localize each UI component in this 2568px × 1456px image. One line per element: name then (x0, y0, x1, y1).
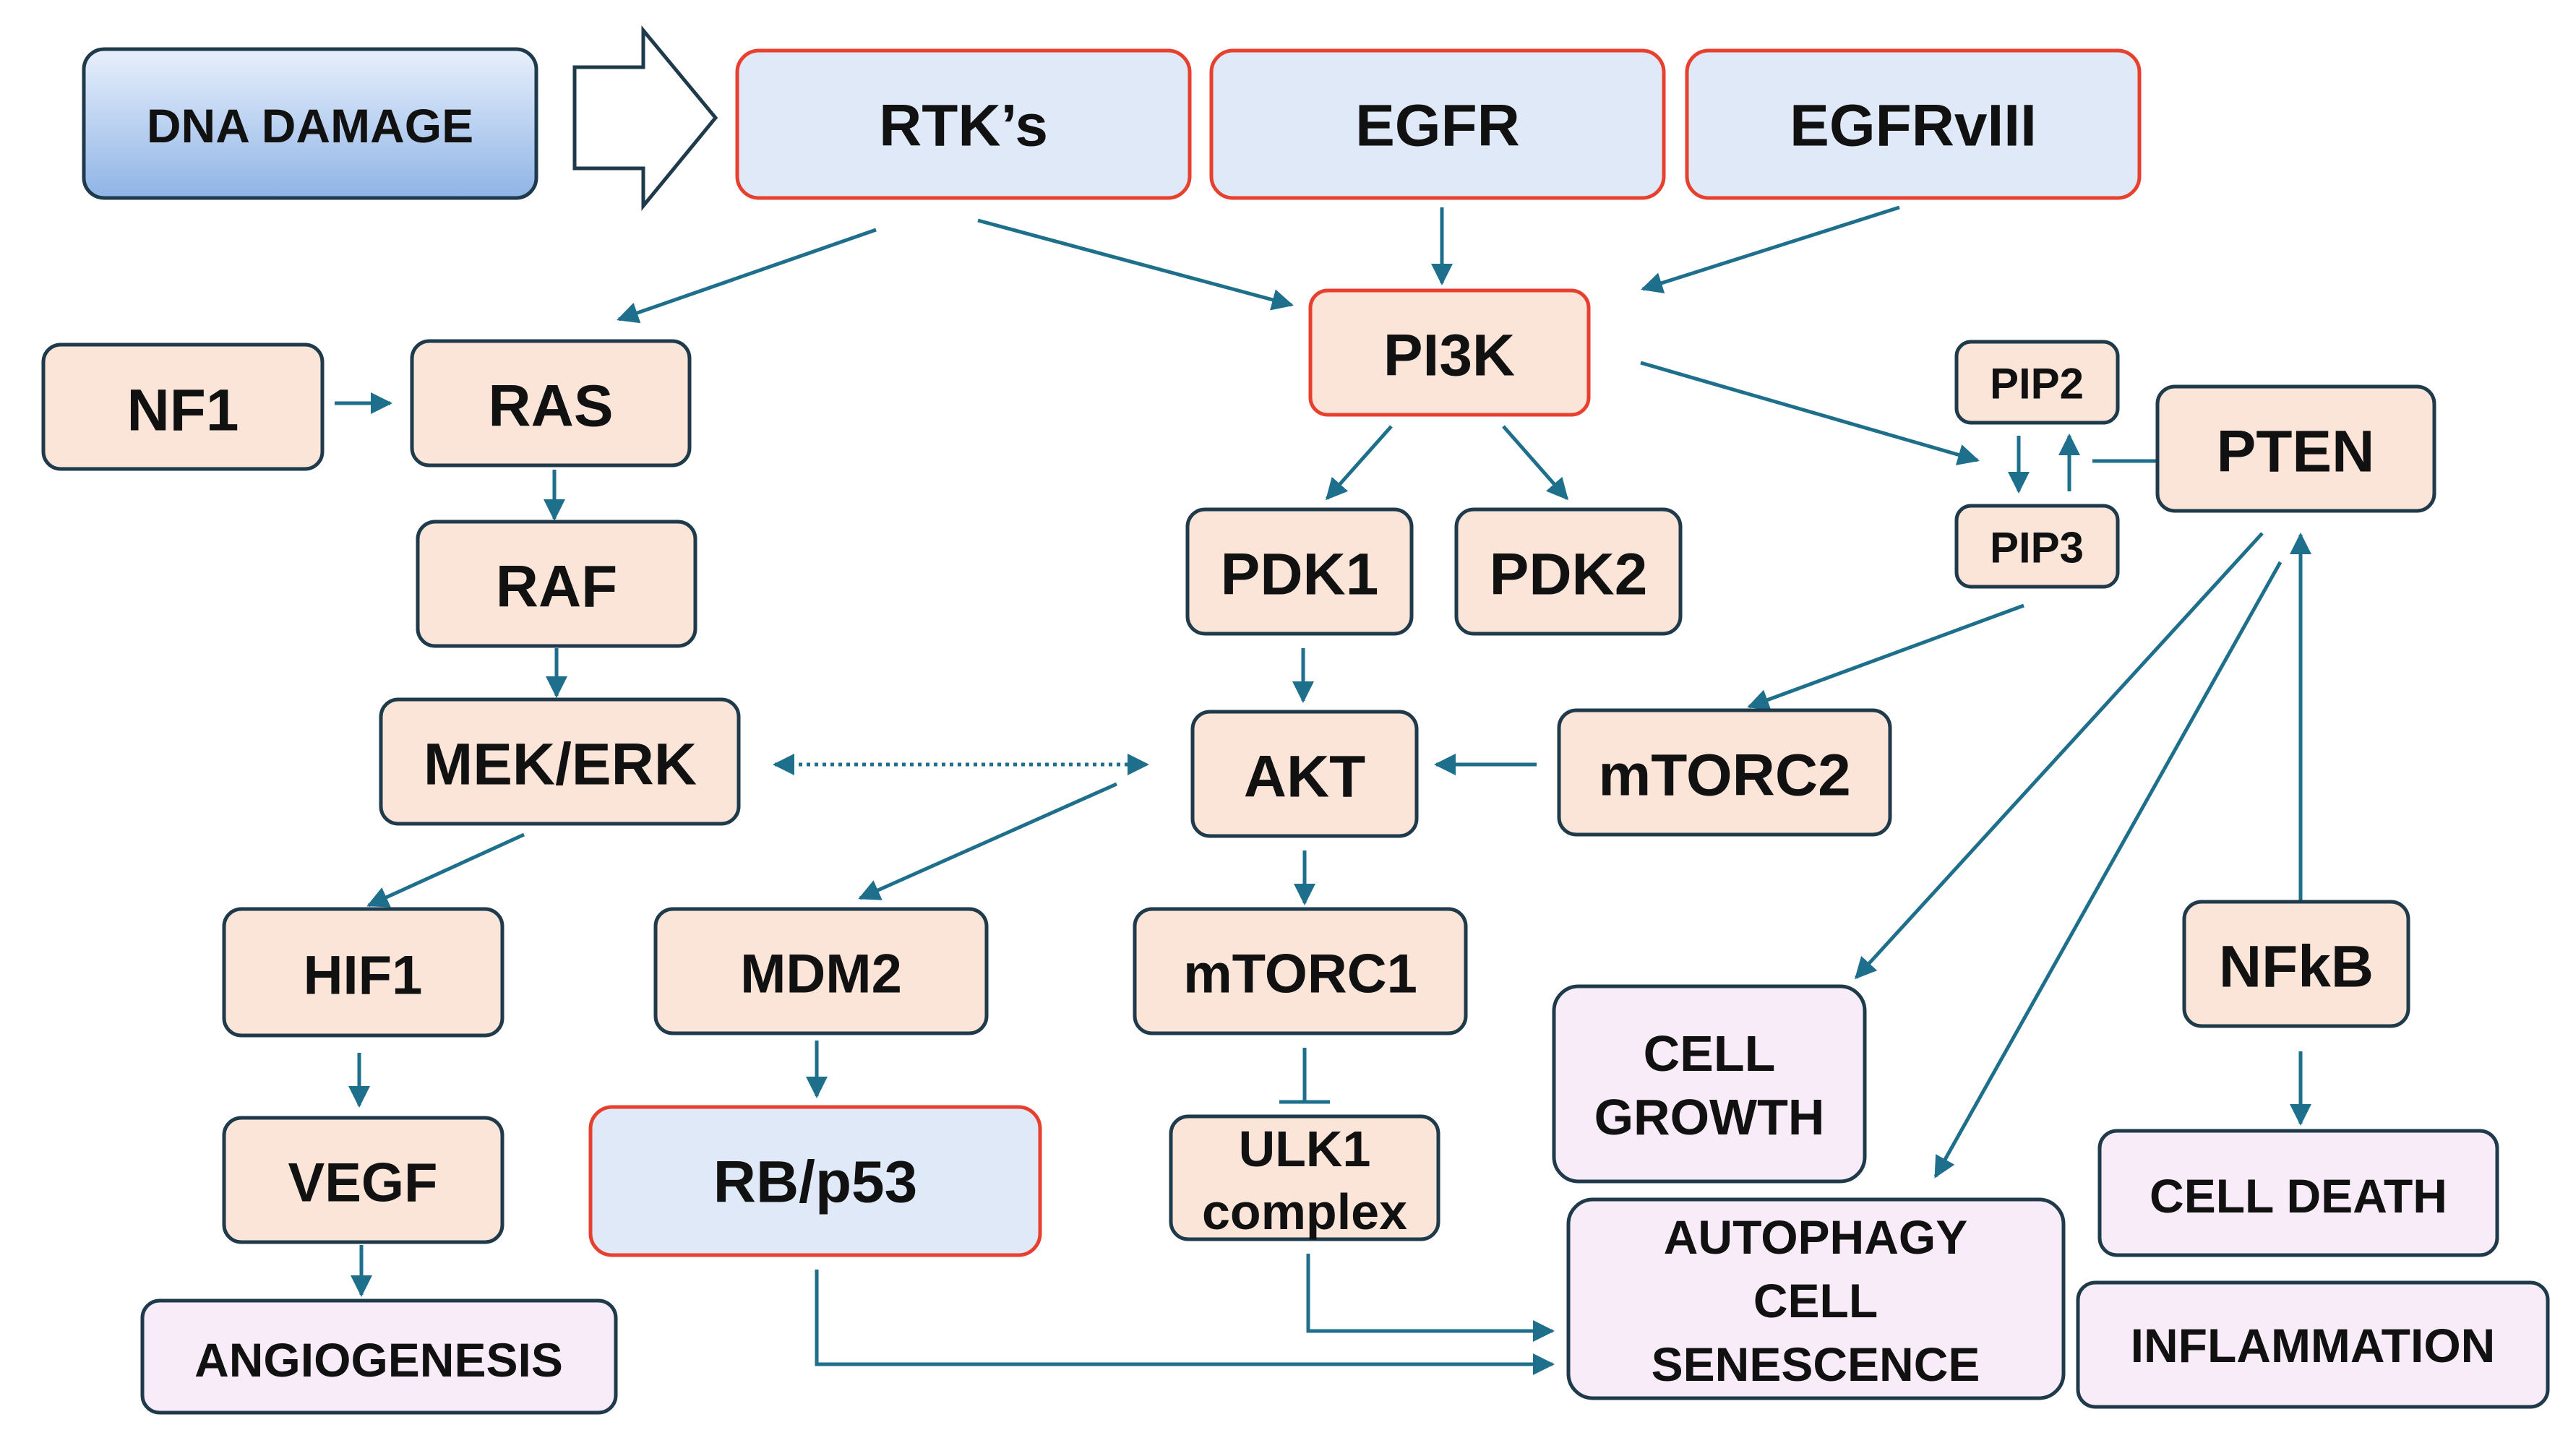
node-ras: RAS (410, 339, 692, 468)
node-mtorc1: mTORC1 (1133, 907, 1468, 1035)
label-akt: AKT (1244, 744, 1366, 810)
arrow-pi3k-to-pip3 (1640, 361, 1980, 465)
node-egfr: EGFR (1209, 48, 1666, 200)
label-pip3: PIP3 (1990, 524, 2084, 572)
label-mtorc2: mTORC2 (1598, 743, 1850, 809)
arrow-rtks-to-ras (617, 228, 877, 324)
label-rtks: RTK’s (879, 93, 1048, 159)
node-autophagy: AUTOPHAGY CELL SENESCENCE (1566, 1197, 2066, 1400)
arrow-ulk1-to-autophagy (1306, 1254, 1555, 1342)
node-cell-growth: CELL GROWTH (1552, 984, 1867, 1184)
label-egfrviii: EGFRvIII (1790, 93, 2037, 159)
label-pi3k: PI3K (1383, 323, 1515, 389)
label-ulk1: ULK1 (1239, 1121, 1371, 1177)
label-mtorc1: mTORC1 (1183, 944, 1417, 1005)
node-nf1: NF1 (41, 343, 325, 471)
node-raf: RAF (416, 520, 697, 648)
node-dna-damage: DNA DAMAGE (82, 47, 538, 200)
node-rtks: RTK’s (735, 48, 1192, 200)
node-akt: AKT (1190, 710, 1419, 838)
node-mtorc2: mTORC2 (1557, 708, 1892, 837)
node-pten: PTEN (2155, 384, 2436, 513)
arrow-pi3k-to-pdk1 (1326, 425, 1393, 501)
node-pdk2: PDK2 (1454, 507, 1683, 636)
label-ras: RAS (488, 374, 613, 439)
node-nfkb: NFkB (2182, 900, 2410, 1028)
node-inflammation: INFLAMMATION (2076, 1280, 2550, 1409)
label-cell-growth-1: CELL (1644, 1025, 1776, 1082)
label-pdk2: PDK2 (1490, 542, 1648, 608)
label-angiogenesis: ANGIOGENESIS (194, 1333, 563, 1387)
node-egfrviii: EGFRvIII (1685, 48, 2142, 200)
arrow-pip3-to-mtorc2 (1747, 603, 2024, 710)
arrow-akt-to-mdm2 (858, 782, 1118, 900)
label-cell-growth-2: GROWTH (1594, 1089, 1825, 1145)
arrow-egfrviii-to-pi3k (1641, 205, 1900, 294)
node-pip2: PIP2 (1954, 340, 2120, 425)
node-pip3: PIP3 (1954, 504, 2120, 589)
dna-damage-big-arrow (572, 25, 718, 211)
label-hif1: HIF1 (304, 945, 423, 1007)
node-pi3k: PI3K (1308, 288, 1591, 417)
label-cell-death: CELL DEATH (2150, 1169, 2447, 1223)
label-pten: PTEN (2217, 419, 2375, 485)
node-angiogenesis: ANGIOGENESIS (140, 1298, 618, 1415)
label-nf1: NF1 (127, 378, 239, 444)
node-pdk1: PDK1 (1185, 507, 1414, 636)
label-dna-damage: DNA DAMAGE (147, 99, 473, 152)
arrow-pten-to-autophagy (1933, 561, 2283, 1179)
label-vegf: VEGF (288, 1153, 438, 1214)
label-mdm2: MDM2 (740, 944, 902, 1005)
node-vegf: VEGF (222, 1116, 504, 1244)
arrow-rtks-to-pi3k (977, 218, 1294, 311)
label-autophagy-cell: CELL (1753, 1274, 1878, 1327)
node-mdm2: MDM2 (653, 907, 989, 1035)
label-pdk1: PDK1 (1221, 542, 1379, 608)
arrow-pi3k-to-pdk2 (1502, 425, 1568, 501)
label-rb-p53: RB/p53 (713, 1150, 918, 1215)
label-raf: RAF (496, 554, 618, 620)
connectors (335, 25, 2311, 1375)
arrow-pten-to-cell-growth (1854, 532, 2264, 980)
node-cell-death: CELL DEATH (2097, 1129, 2499, 1257)
label-ulk1-complex: complex (1202, 1184, 1407, 1240)
label-inflammation: INFLAMMATION (2131, 1319, 2496, 1372)
label-pip2: PIP2 (1990, 360, 2084, 408)
arrow-rbp53-to-autophagy (815, 1270, 1555, 1375)
label-autophagy: AUTOPHAGY (1664, 1210, 1968, 1264)
node-rb-p53: RB/p53 (588, 1105, 1042, 1257)
label-nfkb: NFkB (2219, 934, 2374, 1000)
arrow-mekerk-to-hif1 (366, 832, 525, 908)
node-ulk1-complex: ULK1 complex (1169, 1114, 1440, 1241)
label-egfr: EGFR (1355, 93, 1520, 159)
label-autophagy-senescence: SENESCENCE (1652, 1337, 1980, 1391)
node-hif1: HIF1 (222, 907, 504, 1038)
node-mek-erk: MEK/ERK (379, 697, 741, 826)
label-mek-erk: MEK/ERK (424, 732, 697, 798)
